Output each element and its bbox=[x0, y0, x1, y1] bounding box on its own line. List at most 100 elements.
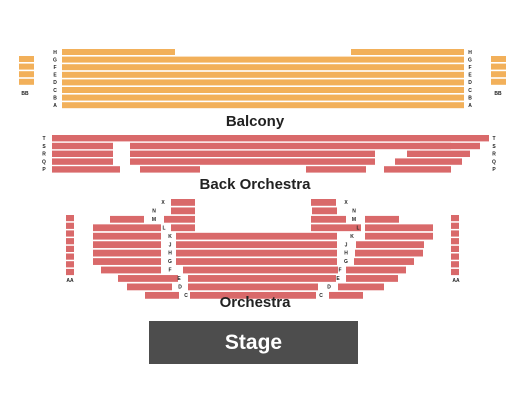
orchestra-row-E-left-2[interactable] bbox=[188, 275, 336, 282]
balcony-row-H-right[interactable] bbox=[351, 49, 464, 55]
balcony-box-right-label: BB bbox=[494, 91, 502, 97]
orchestra-row-D-left-1[interactable] bbox=[127, 283, 172, 291]
balcony-box-right-3[interactable] bbox=[491, 71, 506, 78]
orchestra-row-L-right-2[interactable] bbox=[365, 224, 433, 232]
orchestra-row-M-right-1[interactable] bbox=[311, 215, 346, 223]
balcony-box-right-4[interactable] bbox=[491, 78, 506, 85]
balcony-row-C-label-left: C bbox=[53, 88, 57, 94]
orchestra-row-K-right-1[interactable] bbox=[365, 232, 433, 240]
orchestra-row-J-left-1[interactable] bbox=[93, 241, 161, 249]
balcony-row-C[interactable] bbox=[62, 87, 464, 93]
balcony-row-F[interactable] bbox=[62, 64, 464, 71]
orchestra-box-left-label: AA bbox=[66, 278, 74, 284]
orchestra-row-N-label-right: N bbox=[352, 208, 356, 214]
balcony-row-G[interactable] bbox=[62, 56, 464, 63]
back-orchestra-row-S-seg-3[interactable] bbox=[420, 142, 480, 150]
back-orchestra-row-P-label-right: P bbox=[492, 167, 496, 173]
orchestra-row-M-right-2[interactable] bbox=[365, 215, 399, 223]
orchestra-row-K-left-1[interactable] bbox=[93, 232, 161, 240]
orchestra-box-left-2[interactable] bbox=[66, 222, 74, 229]
orchestra-box-left-6[interactable] bbox=[66, 253, 74, 260]
orchestra-box-left-5[interactable] bbox=[66, 245, 74, 252]
orchestra-row-K-left-2[interactable] bbox=[176, 232, 337, 240]
orchestra-box-right-1[interactable] bbox=[451, 215, 459, 222]
back-orchestra-row-R-seg-2[interactable] bbox=[130, 150, 375, 157]
orchestra-row-J-left-2[interactable] bbox=[176, 241, 337, 249]
orchestra-row-H-left-1[interactable] bbox=[93, 249, 161, 257]
balcony-row-D[interactable] bbox=[62, 79, 464, 86]
orchestra-row-L-label-left: L bbox=[162, 225, 165, 231]
back-orchestra-row-P-seg-1[interactable] bbox=[52, 166, 120, 173]
orchestra-row-G-left-1[interactable] bbox=[93, 258, 161, 265]
orchestra-row-N-label-left: N bbox=[152, 208, 156, 214]
balcony-row-E[interactable] bbox=[62, 71, 464, 78]
orchestra-box-left-8[interactable] bbox=[66, 268, 74, 276]
orchestra-row-L-left-2[interactable] bbox=[171, 224, 195, 232]
orchestra-box-left-7[interactable] bbox=[66, 261, 74, 268]
balcony-box-right-1[interactable] bbox=[491, 56, 506, 62]
orchestra-box-right-5[interactable] bbox=[451, 245, 459, 252]
orchestra-row-H-right-1[interactable] bbox=[355, 249, 423, 257]
back-orchestra-row-S-seg-2[interactable] bbox=[130, 142, 451, 150]
orchestra-row-J-right-1[interactable] bbox=[356, 241, 424, 249]
balcony-box-left-3[interactable] bbox=[19, 71, 34, 78]
orchestra-row-C-left-1[interactable] bbox=[145, 291, 179, 299]
balcony-row-H-left[interactable] bbox=[62, 49, 175, 55]
orchestra-row-H-label-right: H bbox=[344, 251, 348, 257]
balcony-row-H-label-left: H bbox=[53, 50, 57, 56]
orchestra-row-N-left-1[interactable] bbox=[171, 207, 195, 215]
back-orchestra-row-P-seg-3[interactable] bbox=[306, 166, 366, 173]
orchestra-row-M-left-1[interactable] bbox=[110, 215, 144, 223]
orchestra-row-N-right-1[interactable] bbox=[312, 207, 337, 215]
orchestra-box-left-1[interactable] bbox=[66, 215, 74, 222]
orchestra-row-G-left-2[interactable] bbox=[176, 258, 337, 265]
orchestra-box-right-6[interactable] bbox=[451, 253, 459, 260]
balcony-row-B[interactable] bbox=[62, 94, 464, 101]
orchestra-row-E-left-1[interactable] bbox=[118, 275, 178, 282]
back-orchestra-row-T-label-right: T bbox=[492, 136, 495, 142]
orchestra-box-right-7[interactable] bbox=[451, 261, 459, 268]
back-orchestra-row-P-seg-2[interactable] bbox=[140, 166, 200, 173]
orchestra-box-right-2[interactable] bbox=[451, 222, 459, 229]
orchestra-row-F-left-2[interactable] bbox=[183, 266, 338, 274]
balcony-box-left-1[interactable] bbox=[19, 56, 34, 62]
orchestra-row-F-right-1[interactable] bbox=[346, 266, 406, 274]
orchestra-row-D-left-2[interactable] bbox=[188, 283, 318, 291]
orchestra-row-C-label-right: C bbox=[319, 293, 323, 299]
orchestra-row-E-right-1[interactable] bbox=[346, 275, 398, 282]
orchestra-row-L-right-1[interactable] bbox=[311, 224, 361, 232]
orchestra-row-X-right-1[interactable] bbox=[311, 199, 336, 206]
back-orchestra-row-R-seg-1[interactable] bbox=[52, 150, 113, 157]
orchestra-row-C-right-1[interactable] bbox=[329, 291, 363, 299]
orchestra-row-X-left-1[interactable] bbox=[171, 199, 195, 206]
back-orchestra-row-R-seg-3[interactable] bbox=[407, 150, 470, 157]
orchestra-row-D-right-1[interactable] bbox=[338, 283, 384, 291]
orchestra-box-right-8[interactable] bbox=[451, 268, 459, 276]
back-orchestra-row-P-seg-4[interactable] bbox=[384, 166, 451, 173]
orchestra-row-C-left-2[interactable] bbox=[190, 291, 316, 299]
orchestra-box-right-3[interactable] bbox=[451, 230, 459, 237]
orchestra-row-G-right-1[interactable] bbox=[354, 258, 414, 265]
balcony-box-right-2[interactable] bbox=[491, 63, 506, 70]
back-orchestra-row-T-seg-1[interactable] bbox=[52, 135, 489, 142]
back-orchestra-row-Q-seg-3[interactable] bbox=[395, 158, 462, 165]
orchestra-row-H-left-2[interactable] bbox=[176, 249, 337, 257]
balcony-box-left-2[interactable] bbox=[19, 63, 34, 70]
balcony-label: Balcony bbox=[225, 113, 285, 130]
balcony-row-B-label-right: B bbox=[468, 95, 472, 101]
back-orchestra-row-Q-seg-2[interactable] bbox=[130, 158, 375, 165]
back-orchestra-row-Q-label-left: Q bbox=[42, 159, 46, 165]
orchestra-row-L-left-1[interactable] bbox=[93, 224, 161, 232]
orchestra-box-left-4[interactable] bbox=[66, 238, 74, 245]
back-orchestra-row-S-seg-1[interactable] bbox=[52, 142, 113, 150]
back-orchestra-row-Q-seg-1[interactable] bbox=[52, 158, 113, 165]
orchestra-row-G-label-right: G bbox=[344, 259, 348, 265]
orchestra-row-F-left-1[interactable] bbox=[101, 266, 161, 274]
orchestra-label: Orchestra bbox=[219, 294, 291, 311]
orchestra-box-left-3[interactable] bbox=[66, 230, 74, 237]
orchestra-row-M-left-2[interactable] bbox=[164, 215, 195, 223]
balcony-box-left-4[interactable] bbox=[19, 78, 34, 85]
orchestra-row-K-label-left: K bbox=[168, 234, 172, 240]
orchestra-box-right-4[interactable] bbox=[451, 238, 459, 245]
balcony-row-A[interactable] bbox=[62, 102, 464, 109]
